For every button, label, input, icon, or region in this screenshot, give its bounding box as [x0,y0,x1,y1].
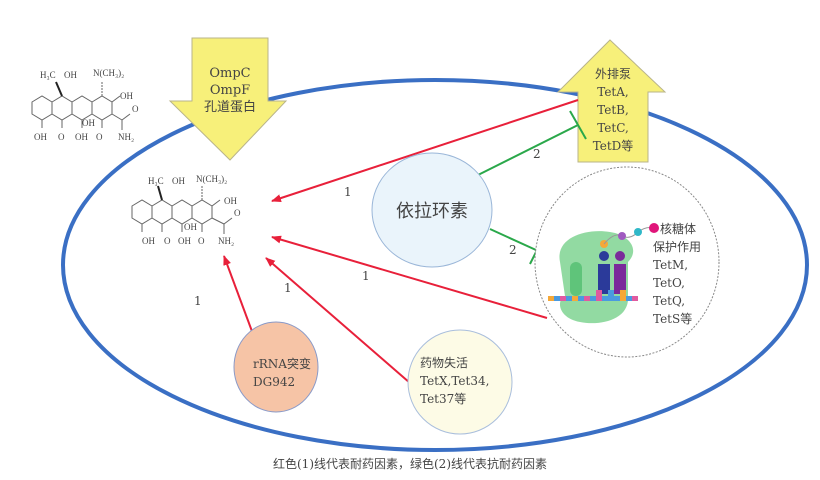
edge-label-efflux: 1 [344,185,352,199]
ribosome-label-tets: TetS等 [653,312,692,326]
chem-label: OH [184,222,197,232]
edge-label-inactivation: 1 [284,281,292,295]
anti-resistance-line-efflux [477,124,579,176]
chem-label: OH [224,196,237,206]
efflux-label-tetd: TetD等 [593,139,634,153]
tetracycline-outside-structure [31,81,131,130]
resistance-line-ribosome [271,235,548,319]
efflux-label-title: 外排泵 [595,67,631,81]
figure-caption: 红色(1)线代表耐药因素，绿色(2)线代表抗耐药因素 [273,456,547,471]
chem-label: OH [120,91,133,101]
chem-label: NH₂ [218,236,234,246]
chem-label: OH [34,132,47,142]
chem-label: OH [75,132,88,142]
edge-label-eravacycline-efflux: 2 [533,147,541,161]
inactivation-label-title: 药物失活 [420,355,468,370]
chem-label: N(CH₃)₂ [93,68,124,78]
chem-label: NH₂ [118,132,134,142]
ribosome-label-title: 核糖体 [660,221,696,236]
chem-label: O [234,208,241,218]
chem-label: H₃C [148,176,164,186]
efflux-label-tetb: TetB, [597,103,629,117]
chem-label: OH [178,236,191,246]
efflux-label-tetc: TetC, [597,121,629,135]
ribosome-label-teto: TetO, [653,276,685,290]
edge-label-eravacycline-ribosome: 2 [509,243,517,257]
chem-label: O [96,132,103,142]
eravacycline-node [371,152,493,268]
porin-label-ompf: OmpF [210,83,250,98]
tetracycline-inside-structure [131,185,233,234]
porin-arrow [168,37,288,161]
ribosome-label-tetq: TetQ, [653,294,685,308]
ribosome-illustration [548,223,659,324]
drug-inactivation-node [407,329,513,435]
edge-label-ribosome: 1 [362,269,370,283]
resistance-line-efflux [271,99,579,202]
eravacycline-label: 依拉环素 [396,201,468,222]
efflux-label-teta: TetA, [597,85,628,99]
inhibition-bar-efflux [569,110,587,140]
chem-label: O [164,236,171,246]
edge-label-rrna: 1 [194,294,202,308]
chem-label: OH [64,70,77,80]
resistance-line-rrna [223,255,254,335]
resistance-line-inactivation [265,257,411,384]
chem-label: O [132,104,139,114]
ribosome-label-tetm: TetM, [653,258,688,272]
ribosome-label-subtitle: 保护作用 [653,240,701,254]
cell-membrane [61,78,809,452]
efflux-arrow [556,39,667,163]
anti-resistance-line-ribosome [489,228,537,251]
chem-label: O [58,132,65,142]
chem-label: OH [172,176,185,186]
chem-label: H₃C [40,70,56,80]
chem-label: O [198,236,205,246]
inactivation-label-enzymes: TetX,Tet34, [420,374,489,388]
rrna-label-code: DG942 [253,375,295,389]
chem-label: OH [142,236,155,246]
chem-label: N(CH₃)₂ [196,174,227,184]
porin-label-protein: 孔道蛋白 [204,99,256,115]
rrna-label-title: rRNA突变 [253,356,311,371]
porin-label-ompc: OmpC [209,66,250,81]
rrna-mutation-node [233,321,319,413]
inactivation-label-more: Tet37等 [420,392,466,406]
chem-label: OH [82,118,95,128]
